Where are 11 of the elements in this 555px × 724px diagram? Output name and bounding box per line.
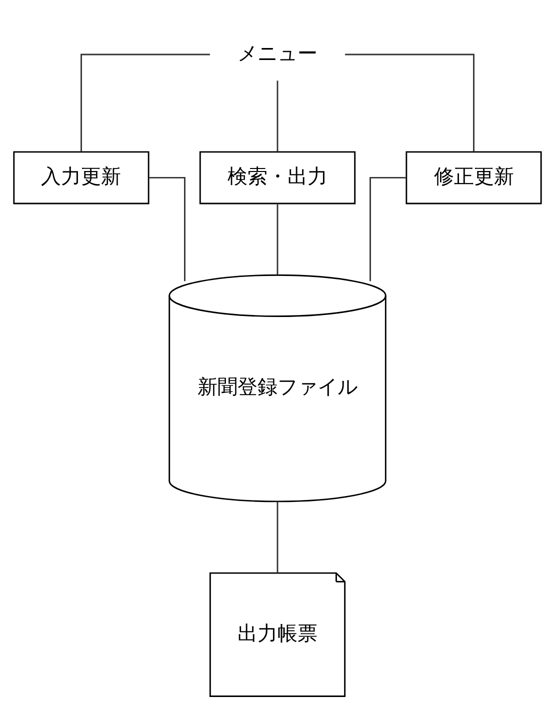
node-box: 修正更新 [406, 150, 542, 204]
connector [370, 176, 406, 281]
connector [149, 176, 186, 281]
connector [276, 80, 278, 152]
node-box: 入力更新 [13, 150, 150, 204]
node-text: メニュー [238, 40, 318, 64]
connector [276, 203, 278, 274]
node-box: 検索・出力 [199, 150, 356, 204]
connector [80, 53, 210, 152]
connector [276, 501, 278, 572]
connector [345, 53, 474, 152]
